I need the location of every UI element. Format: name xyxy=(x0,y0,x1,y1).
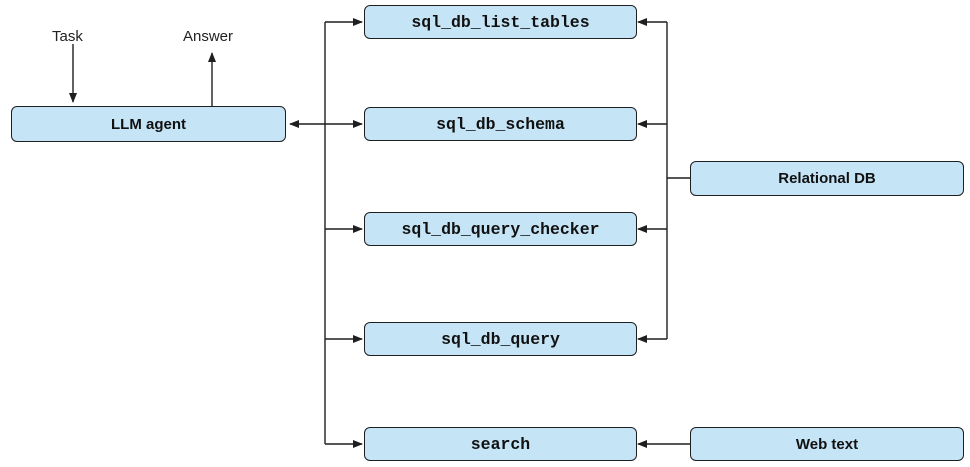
relational-db-label: Relational DB xyxy=(778,170,876,187)
sql-db-query-node: sql_db_query xyxy=(364,322,637,356)
answer-label: Answer xyxy=(183,28,234,45)
web-text-label: Web text xyxy=(795,435,859,453)
sql-db-query-checker-node: sql_db_query_checker xyxy=(364,212,637,246)
relational-db-node: Relational DB xyxy=(690,161,964,196)
sql-db-list-tables-node: sql_db_list_tables xyxy=(364,5,637,39)
search-node: search xyxy=(364,427,637,461)
sql-db-schema-node: sql_db_schema xyxy=(364,107,637,141)
sql-db-list-tables-label: sql_db_list_tables xyxy=(411,12,590,32)
llm-agent-label: LLM agent xyxy=(111,115,186,133)
sql-db-query-checker-label: sql_db_query_checker xyxy=(401,219,600,239)
search-label: search xyxy=(470,434,531,454)
sql-db-schema-label: sql_db_schema xyxy=(436,114,565,134)
llm-agent-node: LLM agent xyxy=(11,106,286,142)
web-text-node: Web text xyxy=(690,427,964,461)
task-label: Task xyxy=(52,28,83,45)
sql-db-query-label: sql_db_query xyxy=(441,329,560,349)
